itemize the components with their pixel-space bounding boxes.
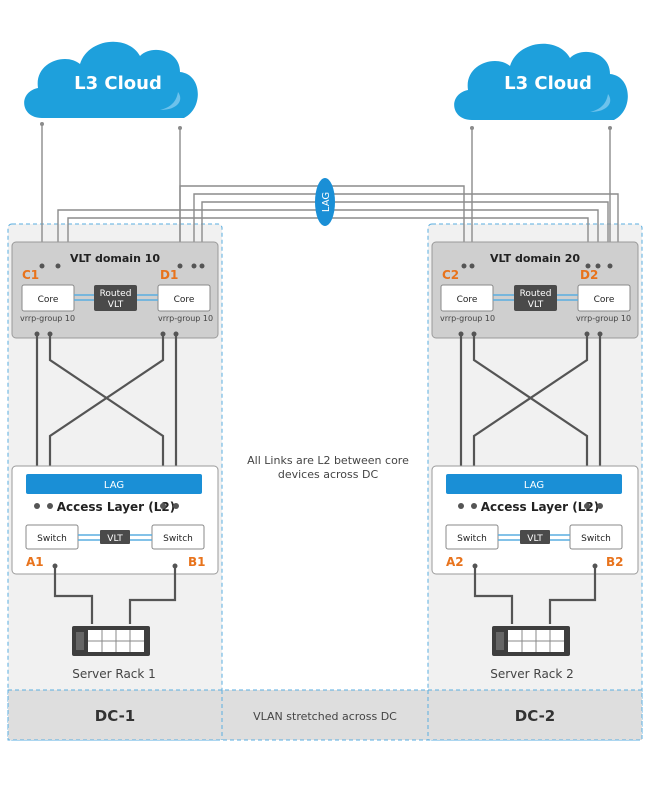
vlan-band bbox=[7, 689, 643, 741]
server-rack-1-icon bbox=[72, 626, 150, 656]
dc2-core-right-label: Core bbox=[594, 295, 615, 305]
dc2-node-d2: D2 bbox=[580, 268, 598, 282]
dc1-node-c1: C1 bbox=[22, 268, 39, 282]
dc2-switch-left-box bbox=[445, 524, 499, 550]
dc1-routed-vlt-label: VLT bbox=[108, 300, 124, 310]
dc1-access-title: Access Layer (L2) bbox=[57, 500, 176, 514]
dc1-vlt-box bbox=[100, 530, 130, 544]
dc1-switch-left-label: Switch bbox=[37, 534, 67, 544]
dc2-switch-right-label: Switch bbox=[581, 534, 611, 544]
l3-cloud-right-label: L3 Cloud bbox=[504, 73, 592, 94]
vlan-stretched-note: VLAN stretched across DC bbox=[253, 710, 397, 723]
dc2-vrrp-right: vrrp-group 10 bbox=[576, 314, 631, 323]
dc2-core-left-label: Core bbox=[457, 295, 478, 305]
dc2-node-c2: C2 bbox=[442, 268, 459, 282]
dc1-access-lag-label: LAG bbox=[104, 480, 124, 491]
dc1-server-links bbox=[52, 563, 178, 624]
dc2-routed-label: Routed bbox=[520, 289, 552, 299]
dc1-node-a1: A1 bbox=[26, 555, 44, 569]
dc2-switch-left-label: Switch bbox=[457, 534, 487, 544]
dc2-core-left-box bbox=[440, 284, 494, 312]
dc2-switch-right-box bbox=[569, 524, 623, 550]
dc1-vlt-label: VLT bbox=[107, 534, 123, 544]
dc2-vrrp-left: vrrp-group 10 bbox=[440, 314, 495, 323]
dc1-routed-vlt-box bbox=[94, 285, 137, 311]
server-rack-2-icon bbox=[492, 626, 570, 656]
dc2-core-right-box bbox=[577, 284, 631, 312]
middle-note-line1: All Links are L2 between core bbox=[247, 454, 409, 467]
dc2-core-ports bbox=[458, 263, 613, 337]
dc2-node-a2: A2 bbox=[446, 555, 464, 569]
dc1-vrrp-right: vrrp-group 10 bbox=[158, 314, 213, 323]
dc1-access-lag-bar bbox=[26, 474, 202, 494]
l3-cloud-left-icon bbox=[24, 41, 198, 118]
l3-cloud-right-icon bbox=[454, 43, 628, 120]
center-lag-badge: LAG bbox=[315, 178, 335, 226]
dc1-core-left-label: Core bbox=[38, 295, 59, 305]
svg-text:LAG: LAG bbox=[321, 192, 332, 212]
dc1-switch-right-label: Switch bbox=[163, 534, 193, 544]
dc1-domain-title: VLT domain 10 bbox=[70, 252, 160, 265]
dc2-access-title: Access Layer (L2) bbox=[481, 500, 600, 514]
dc2-access-lag-label: LAG bbox=[524, 480, 544, 491]
dc1-core-right-box bbox=[157, 284, 211, 312]
dc1-switch-right-box bbox=[151, 524, 205, 550]
dc2-node-b2: B2 bbox=[606, 555, 624, 569]
dc2-routed-vlt-box bbox=[514, 285, 557, 311]
dc2-server-links bbox=[472, 563, 598, 624]
dc2-domain-title: VLT domain 20 bbox=[490, 252, 580, 265]
l3-cloud-left-label: L3 Cloud bbox=[74, 73, 162, 94]
dc1-core-left-box bbox=[21, 284, 75, 312]
server-rack-1-label: Server Rack 1 bbox=[72, 667, 156, 681]
dc2-routed-vlt-label: VLT bbox=[528, 300, 544, 310]
dc2-vlt-box bbox=[520, 530, 550, 544]
dc1-switch-left-box bbox=[25, 524, 79, 550]
dc1-routed-label: Routed bbox=[100, 289, 132, 299]
middle-note-line2: devices across DC bbox=[278, 468, 379, 481]
dc1-core-right-label: Core bbox=[174, 295, 195, 305]
dc1-node-b1: B1 bbox=[188, 555, 206, 569]
dc1-label: DC-1 bbox=[95, 707, 135, 725]
dc1-node-d1: D1 bbox=[160, 268, 178, 282]
dc2-access-lag-bar bbox=[446, 474, 622, 494]
server-rack-2-label: Server Rack 2 bbox=[490, 667, 574, 681]
dc1-vrrp-left: vrrp-group 10 bbox=[20, 314, 75, 323]
dc2-vlt-label: VLT bbox=[527, 534, 543, 544]
dc2-label: DC-2 bbox=[515, 707, 555, 725]
